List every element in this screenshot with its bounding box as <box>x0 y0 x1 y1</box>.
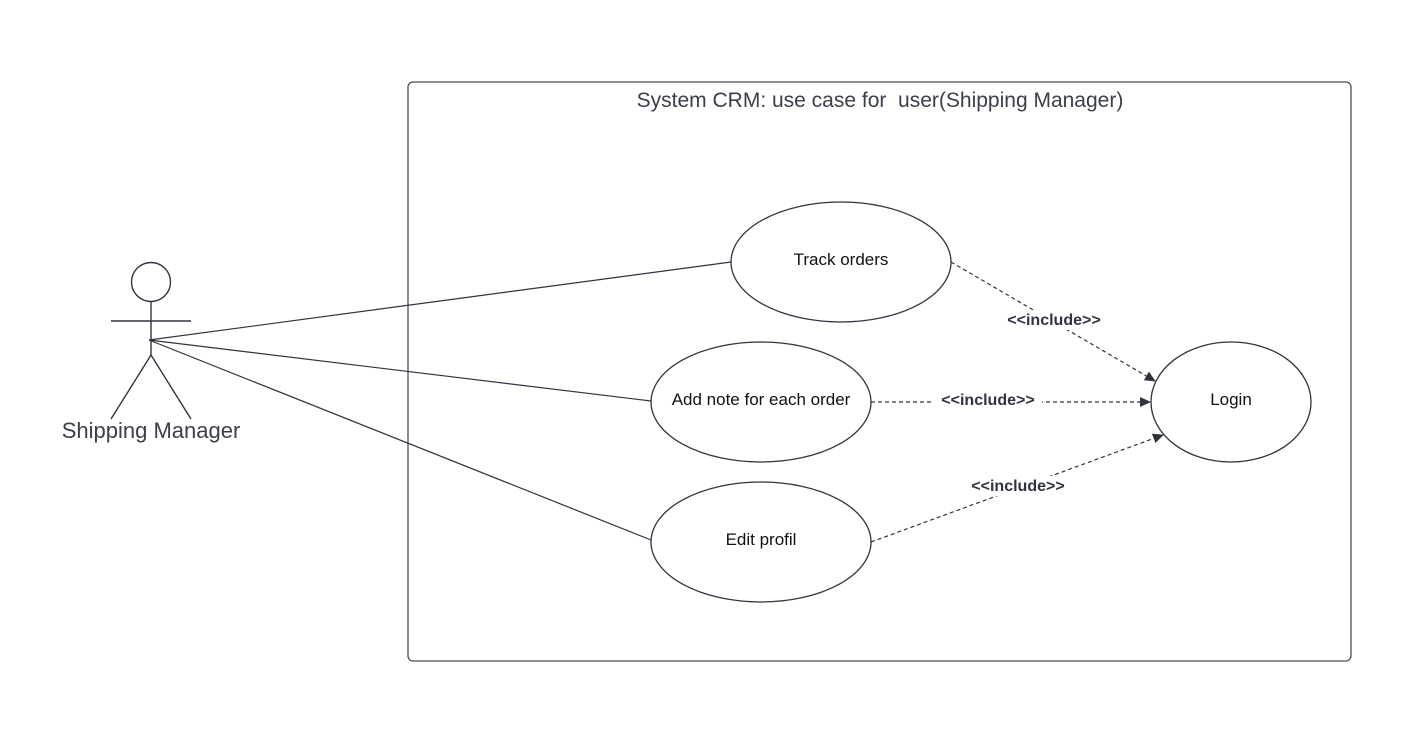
include-arrow-track-orders <box>950 261 1156 382</box>
association-add-note <box>148 339 652 402</box>
use-case-edit-profil[interactable]: Edit profil <box>650 481 872 603</box>
include-label-add-note-bg <box>934 390 1042 410</box>
actor-right-leg <box>150 354 192 420</box>
use-case-add-note-label: Add note for each order <box>672 390 851 409</box>
use-case-track-orders-label: Track orders <box>794 250 889 269</box>
system-title: System CRM: use case for user(Shipping M… <box>637 89 1124 112</box>
use-case-login[interactable]: Login <box>1150 341 1312 463</box>
association-track-orders <box>148 261 732 341</box>
actor-head <box>130 261 172 303</box>
use-case-add-note[interactable]: Add note for each order <box>650 341 872 463</box>
actor-left-leg <box>110 354 152 420</box>
use-case-login-label: Login <box>1210 390 1252 409</box>
include-label-add-note: <<include>> <box>941 392 1034 409</box>
association-edit-profil <box>148 339 652 541</box>
include-label-edit-profil: <<include>> <box>971 478 1064 495</box>
include-label-track-orders: <<include>> <box>1007 312 1100 329</box>
use-case-edit-profil-label: Edit profil <box>726 530 797 549</box>
include-label-edit-profil-bg <box>964 476 1072 496</box>
actor-shipping-manager[interactable]: Shipping Manager <box>62 261 241 444</box>
include-label-track-orders-bg <box>1001 310 1107 330</box>
actor-name: Shipping Manager <box>62 418 241 443</box>
use-case-track-orders[interactable]: Track orders <box>730 201 952 323</box>
